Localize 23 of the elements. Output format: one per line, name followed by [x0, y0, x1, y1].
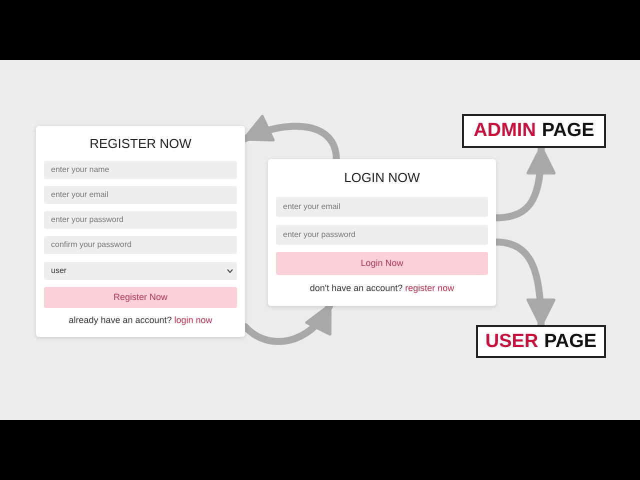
submit-button: Login Now [276, 252, 488, 275]
form-heading: LOGIN NOW [344, 170, 420, 185]
input-field: enter your name [44, 161, 237, 179]
input-field: enter your password [276, 225, 488, 245]
prompt-text: already have an account? [68, 315, 172, 325]
register-form-card [36, 126, 245, 337]
submit-button: Register Now [44, 287, 237, 308]
page-title: PAGE [544, 330, 597, 352]
role-title: ADMIN [474, 120, 536, 142]
page-label-box [476, 325, 606, 358]
input-field: enter your email [276, 197, 488, 217]
login-form-card [268, 159, 496, 306]
dropdown-select: user [44, 262, 237, 280]
input-field: enter your password [44, 211, 237, 229]
link: login now [174, 315, 212, 325]
form-heading: REGISTER NOW [90, 136, 192, 151]
prompt-text: don't have an account? [310, 283, 403, 293]
link: register now [405, 283, 454, 293]
role-title: USER [485, 330, 538, 352]
page-title: PAGE [542, 120, 594, 142]
input-field: confirm your password [44, 236, 237, 254]
page-label-box [462, 114, 606, 148]
input-field: enter your email [44, 186, 237, 204]
